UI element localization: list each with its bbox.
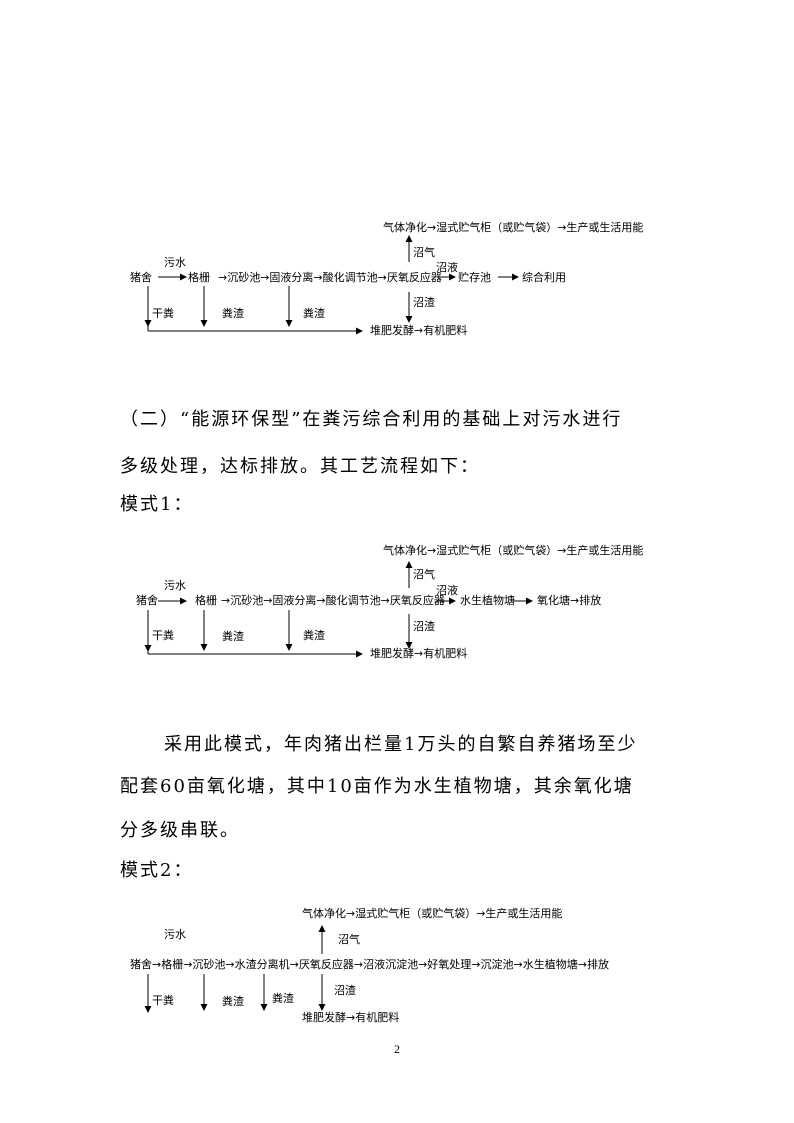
dry-manure-label: 干粪: [152, 307, 174, 320]
mode-2-heading: 模式2：: [120, 860, 194, 881]
compost-chain: 堆肥发酵→有机肥料: [370, 324, 468, 337]
paragraph-line: （二）“能源环保型”在粪污综合利用的基础上对污水进行: [120, 409, 623, 430]
manure-residue-label: 粪渣: [272, 992, 294, 1005]
paragraph-energy-mode: （二）“能源环保型”在粪污综合利用的基础上对污水进行 多级处理，达标排放。其工艺…: [120, 405, 680, 516]
flow-diagram-2: 气体净化→湿式贮气柜（或贮气袋）→生产或生活用能 污水 沼气 沼液 猪舍 格栅 …: [0, 530, 794, 670]
pigsty-node: 猪舍: [130, 271, 152, 284]
comprehensive-reuse-node: 综合利用: [522, 271, 566, 284]
grille-node: 格栅: [195, 594, 217, 607]
manure-residue-label: 粪渣: [222, 995, 244, 1008]
oxidation-pond-chain: 氧化塘→排放: [537, 594, 602, 607]
manure-residue-label: 粪渣: [222, 307, 244, 320]
dry-manure-label: 干粪: [152, 994, 174, 1007]
mode-1-heading: 模式1：: [120, 494, 194, 515]
flow-diagram-3-arrows: [144, 925, 326, 1013]
dry-manure-label: 干粪: [152, 629, 174, 642]
biogas-residue-label: 沼渣: [334, 984, 356, 997]
flow-diagram-2-arrows: [144, 561, 533, 658]
paragraph-line: 多级处理，达标排放。其工艺流程如下：: [120, 456, 480, 477]
paragraph-line: 分多级串联。: [120, 820, 240, 841]
main-process-chain: →沉砂池→固液分离→酸化调节池→厌氧反应器: [221, 594, 445, 607]
main-process-chain: 猪舍→格栅→沉砂池→水渣分离机→厌氧反应器→沼液沉淀池→好氧处理→沉淀池→水生植…: [130, 958, 609, 971]
gas-purification-chain: 气体净化→湿式贮气柜（或贮气袋）→生产或生活用能: [383, 221, 644, 234]
main-process-chain: →沉砂池→固液分离→酸化调节池→厌氧反应器: [218, 271, 442, 284]
biogas-liquid-label: 沼液: [436, 261, 458, 274]
compost-chain: 堆肥发酵→有机肥料: [302, 1011, 400, 1024]
page-number: 2: [394, 1042, 400, 1056]
biogas-label: 沼气: [338, 933, 360, 946]
manure-residue-label: 粪渣: [303, 629, 325, 642]
paragraph-line: 采用此模式，年肉猪出栏量1万头的自繁自养猪场至少: [164, 734, 638, 755]
flow-diagram-1: 气体净化→湿式贮气柜（或贮气袋）→生产或生活用能 污水 沼气 沼液 猪舍 格栅 …: [0, 200, 794, 350]
gas-purification-chain: 气体净化→湿式贮气柜（或贮气袋）→生产或生活用能: [302, 907, 563, 920]
biogas-label: 沼气: [413, 246, 435, 259]
biogas-liquid-label: 沼液: [436, 584, 458, 597]
pigsty-node: 猪舍: [136, 594, 158, 607]
storage-pool-node: 贮存池: [458, 271, 491, 284]
manure-residue-label: 粪渣: [303, 307, 325, 320]
gas-purification-chain: 气体净化→湿式贮气柜（或贮气袋）→生产或生活用能: [383, 544, 644, 557]
biogas-residue-label: 沼渣: [413, 296, 435, 309]
compost-chain: 堆肥发酵→有机肥料: [370, 647, 468, 660]
wastewater-label: 污水: [164, 256, 186, 269]
aquatic-plant-pond-node: 水生植物塘: [460, 594, 515, 607]
flow-diagram-1-arrows: [144, 235, 519, 335]
paragraph-mode-1-note: 采用此模式，年肉猪出栏量1万头的自繁自养猪场至少 配套60亩氧化塘，其中10亩作…: [120, 730, 680, 882]
grille-node: 格栅: [188, 271, 210, 284]
flow-diagram-3: 气体净化→湿式贮气柜（或贮气袋）→生产或生活用能 污水 沼气 猪舍→格栅→沉砂池…: [0, 898, 794, 1033]
biogas-residue-label: 沼渣: [413, 620, 435, 633]
wastewater-label: 污水: [164, 579, 186, 592]
biogas-label: 沼气: [413, 568, 435, 581]
wastewater-label: 污水: [164, 928, 186, 941]
manure-residue-label: 粪渣: [222, 630, 244, 643]
paragraph-line: 配套60亩氧化塘，其中10亩作为水生植物塘，其余氧化塘: [120, 776, 634, 797]
